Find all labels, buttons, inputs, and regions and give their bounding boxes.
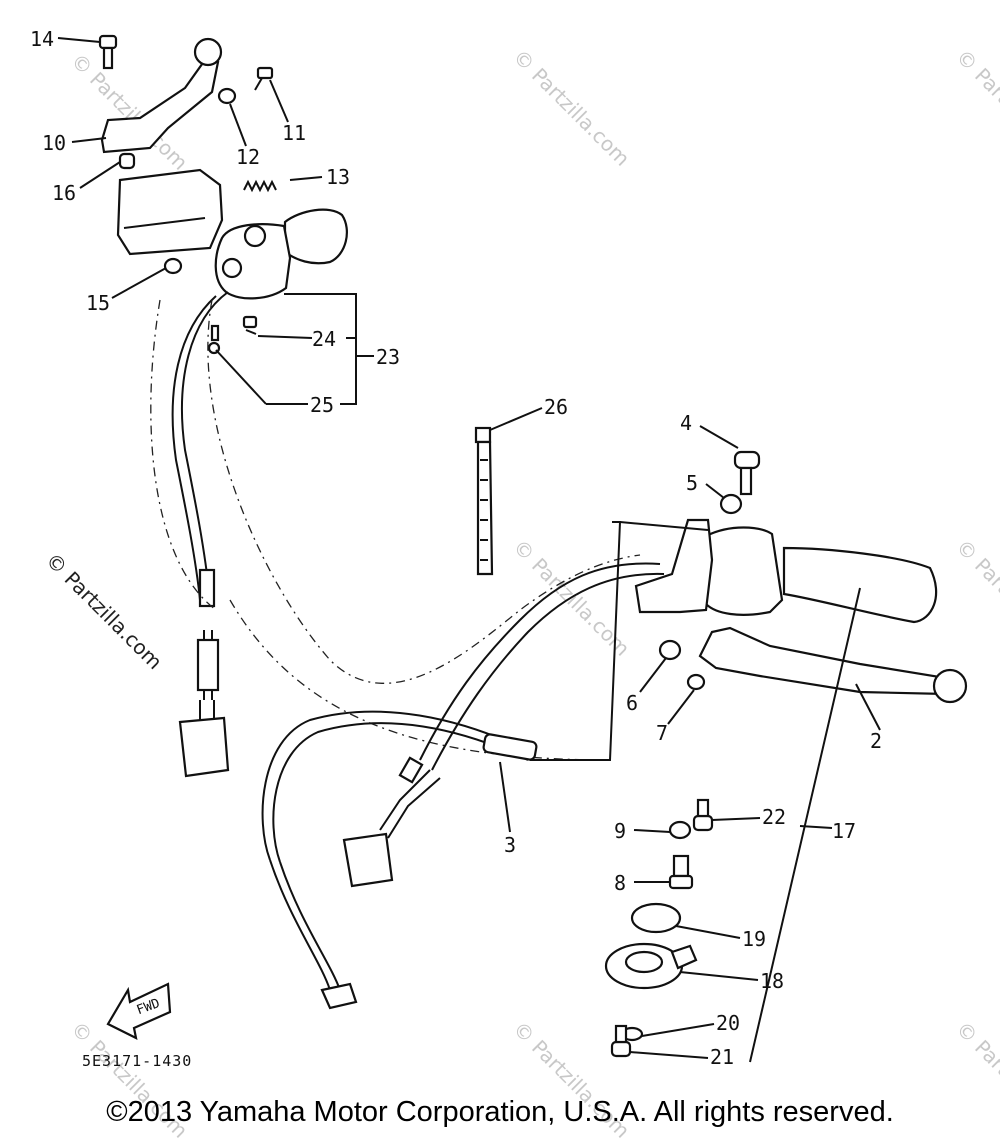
- part-label: 15: [86, 291, 110, 315]
- part-label: 21: [710, 1045, 734, 1069]
- part-label: 14: [30, 27, 54, 51]
- part-label: 13: [326, 165, 350, 189]
- part-label: 23: [376, 345, 400, 369]
- part-label: 4: [680, 411, 692, 435]
- part-label: 6: [626, 691, 638, 715]
- left-wire-harness: [150, 291, 230, 778]
- diagram-code: 5E3171-1430: [82, 1052, 193, 1070]
- part-label: 2: [870, 729, 882, 753]
- right-lever-assembly: [604, 450, 968, 1058]
- part-label: 3: [504, 833, 516, 857]
- part-label: 24: [312, 327, 336, 351]
- watermark-faint: © Partzilla.com: [951, 45, 1000, 171]
- part-label: 20: [716, 1011, 740, 1035]
- part-label: 5: [686, 471, 698, 495]
- part-label: 11: [282, 121, 306, 145]
- watermark-faint: © Partzilla.com: [508, 45, 634, 171]
- part-label: 10: [42, 131, 66, 155]
- part-label: 16: [52, 181, 76, 205]
- watermark-faint: © Partzilla.com: [951, 535, 1000, 661]
- cable-strap: [474, 426, 494, 576]
- part-label: 18: [760, 969, 784, 993]
- part-label: 25: [310, 393, 334, 417]
- part-label: 8: [614, 871, 626, 895]
- part-label: 17: [832, 819, 856, 843]
- leader-lines: [57, 37, 881, 1063]
- part-label: 7: [656, 721, 668, 745]
- fwd-arrow: FWD: [106, 982, 172, 1040]
- copyright-notice: ©2013 Yamaha Motor Corporation, U.S.A. A…: [106, 1096, 894, 1128]
- part-label: 26: [544, 395, 568, 419]
- cable-dashed: [229, 599, 611, 761]
- part-label: 19: [742, 927, 766, 951]
- mid-wire-harness: [261, 562, 665, 1010]
- part-labels: 14 10 11 12 16 13 15 24 23 25 26 4 5 6 7…: [30, 27, 882, 1069]
- part-label: 22: [762, 805, 786, 829]
- part-label: 9: [614, 819, 626, 843]
- cable-dashed: [207, 299, 641, 684]
- left-lever-assembly: [98, 34, 348, 355]
- part-label: 12: [236, 145, 260, 169]
